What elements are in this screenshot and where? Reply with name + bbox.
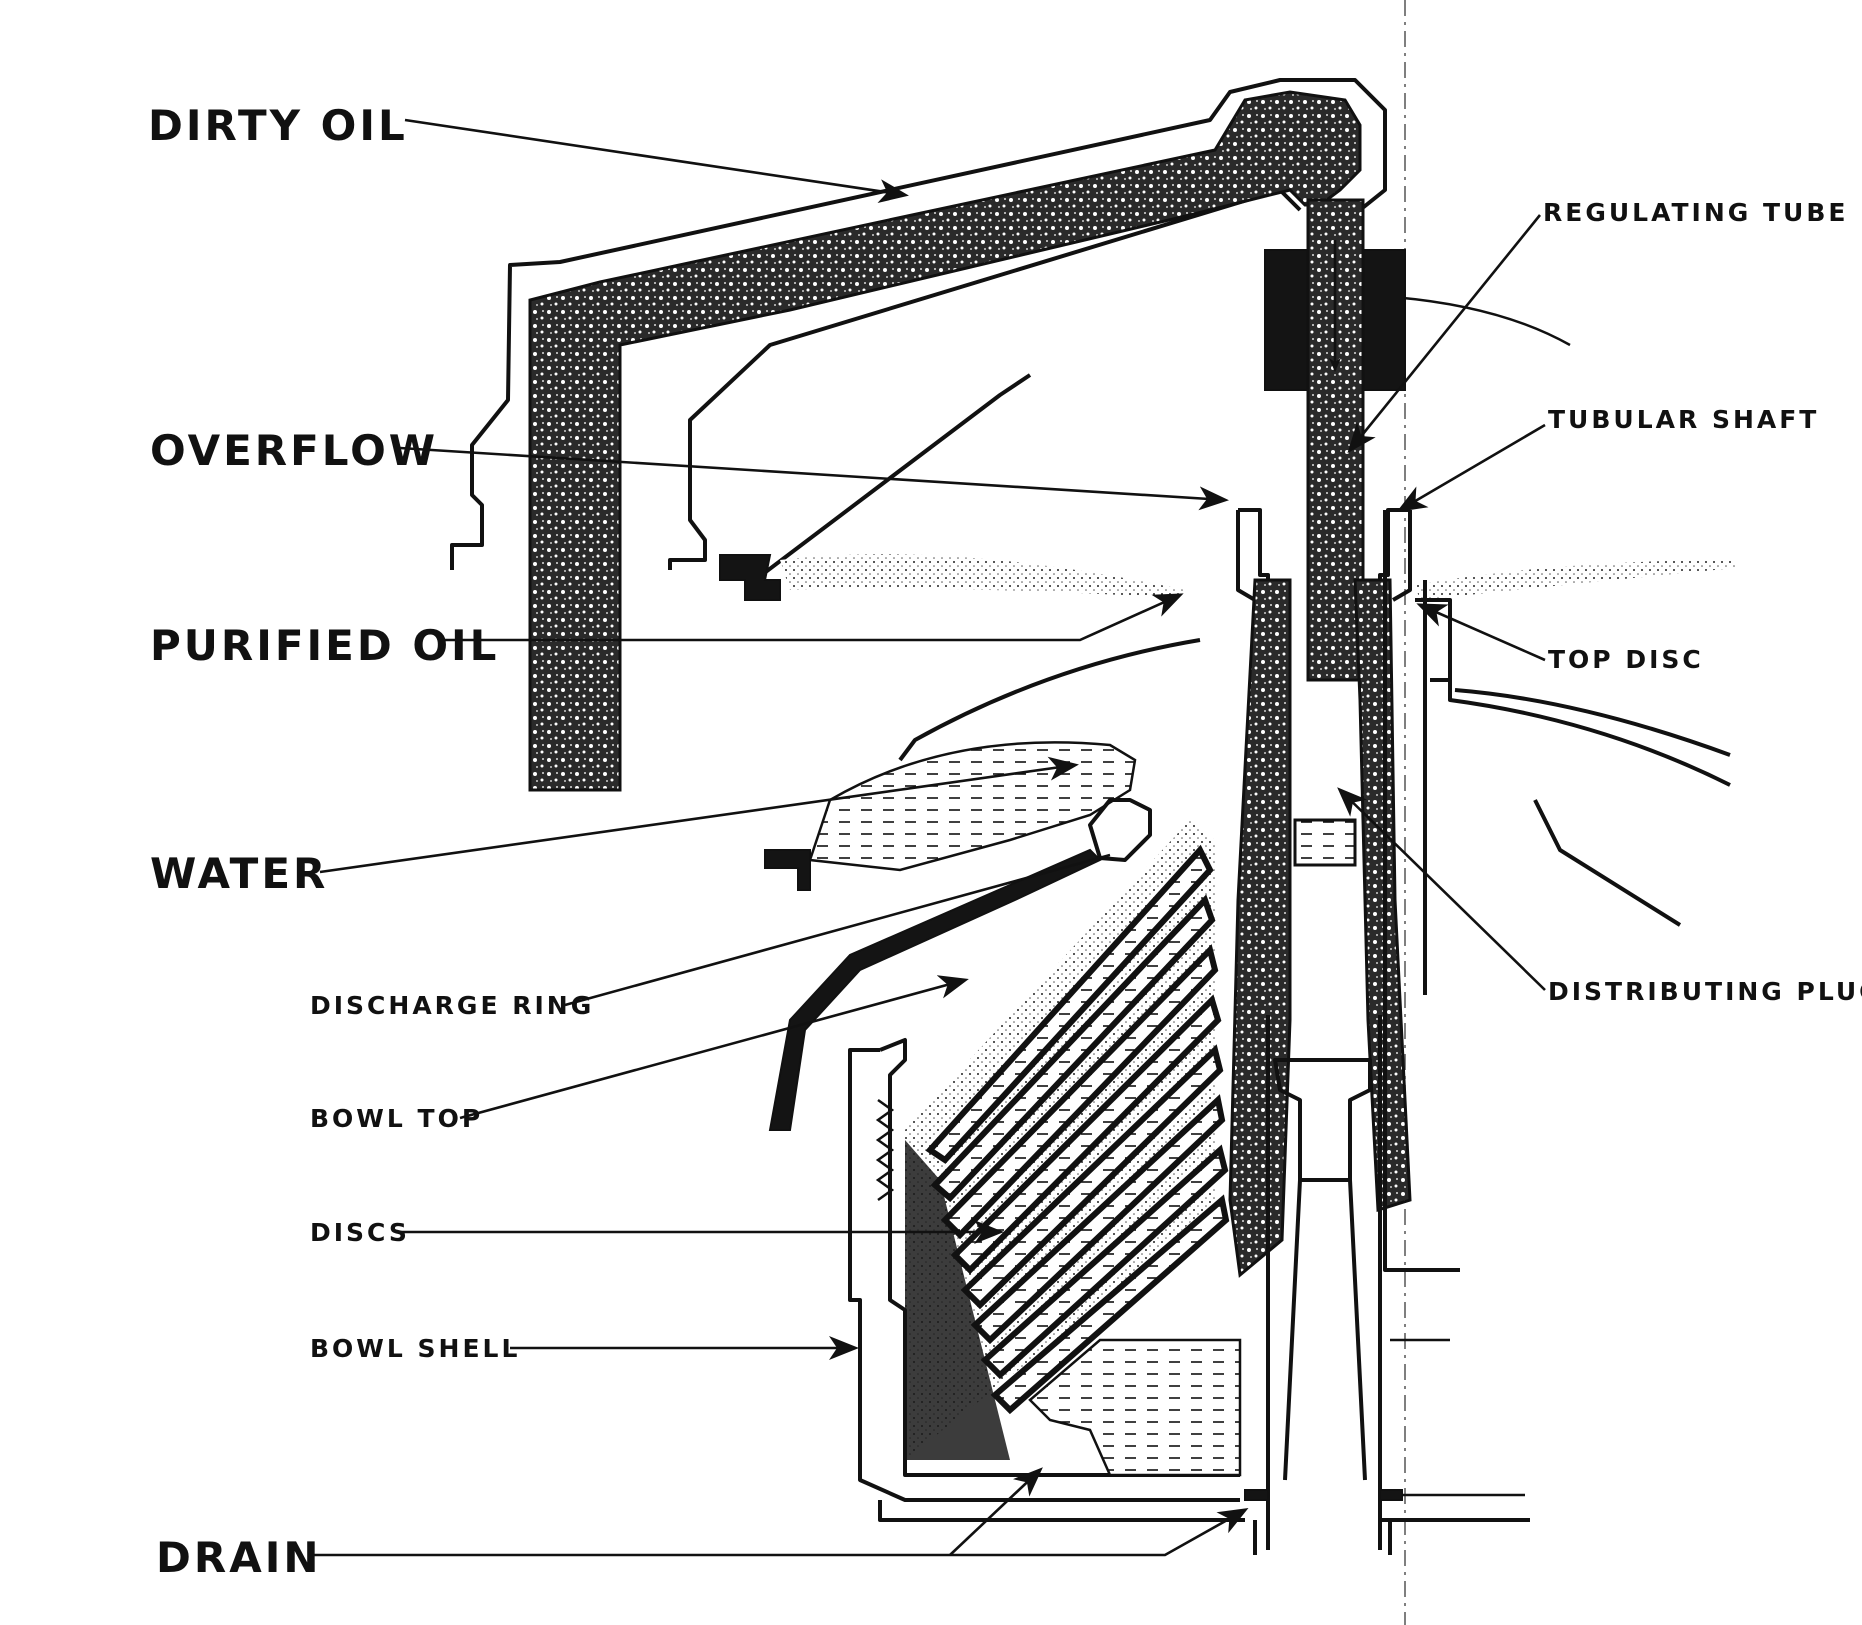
leader-distributing-plug	[1337, 787, 1546, 991]
disc	[950, 994, 1222, 1275]
disc	[990, 1194, 1230, 1415]
feed-pipe-inner-wall	[668, 188, 1302, 570]
leader-drain	[310, 1508, 1249, 1557]
leader-tubular-shaft	[1396, 423, 1546, 513]
feed-pipe-housing	[450, 78, 1387, 570]
label-tubular-shaft: TUBULAR SHAFT	[1548, 405, 1819, 434]
leader-bowl-top	[459, 975, 969, 1120]
bowl-right-skirt	[1533, 799, 1682, 927]
purified-oil-spray-right	[1415, 560, 1735, 600]
regulating-tube-nut-right	[1359, 249, 1406, 391]
disc	[930, 894, 1216, 1203]
frame-cover-left-foot	[719, 554, 781, 601]
disc	[940, 944, 1219, 1240]
label-water: WATER	[150, 849, 328, 898]
label-bowl-shell: BOWL SHELL	[310, 1334, 520, 1363]
frame-cover-left-arm	[753, 373, 1032, 582]
leader-overflow	[399, 446, 1229, 511]
distributor-cone-right	[1353, 578, 1412, 1213]
label-overflow: OVERFLOW	[150, 426, 438, 475]
disc-set	[925, 844, 1230, 1415]
top-disc-right-arc	[1415, 598, 1731, 787]
label-bowl-top: BOWL TOP	[310, 1104, 483, 1133]
distributor-cone-left	[1228, 578, 1292, 1278]
label-drain: DRAIN	[156, 1533, 322, 1582]
bowl-shell-threads	[875, 1098, 895, 1202]
top-disc-left-arc	[898, 638, 1201, 762]
base-foot	[1253, 1520, 1392, 1555]
spindle-lower-neck	[1283, 1179, 1367, 1481]
leader-regulating-tube	[1347, 214, 1542, 454]
leader-dirty-oil	[404, 118, 909, 204]
disc	[970, 1094, 1226, 1345]
base-plate	[878, 1500, 1530, 1522]
regulating-tube-nut-left	[1264, 249, 1311, 391]
disc	[960, 1044, 1224, 1310]
leader-discharge-ring	[564, 853, 1111, 1007]
top-disc-right-arc-2	[1430, 678, 1731, 757]
tubular-shaft-cap	[1236, 510, 1412, 602]
label-discharge-ring: DISCHARGE RING	[310, 991, 594, 1020]
frame-right-column	[1383, 510, 1460, 1272]
purified-oil-spray-left	[780, 554, 1185, 598]
leader-water	[319, 756, 1079, 874]
disc	[925, 844, 1214, 1164]
water-outlet-foot	[764, 849, 811, 891]
label-purified-oil: PURIFIED OIL	[150, 621, 499, 670]
label-regulating-tube: REGULATING TUBE	[1543, 198, 1848, 227]
label-distributing-plug: DISTRIBUTING PLUG	[1548, 977, 1862, 1006]
distributing-plug	[1293, 818, 1357, 867]
lower-water-chamber	[1028, 1338, 1242, 1477]
label-discs: DISCS	[310, 1218, 410, 1247]
label-dirty-oil: DIRTY OIL	[148, 101, 408, 150]
bowl-spindle	[1266, 1015, 1382, 1550]
base-drain-slots	[1244, 1489, 1403, 1501]
leader-purified-oil	[440, 593, 1184, 642]
disc	[980, 1144, 1229, 1380]
leader-top-disc	[1416, 603, 1546, 662]
leader-drain-branch	[949, 1467, 1043, 1556]
discharge-ring	[1088, 798, 1152, 862]
label-top-disc: TOP DISC	[1548, 645, 1704, 674]
dirty-oil-stream	[528, 90, 1362, 792]
disc-stack-sludge	[905, 1140, 1010, 1460]
